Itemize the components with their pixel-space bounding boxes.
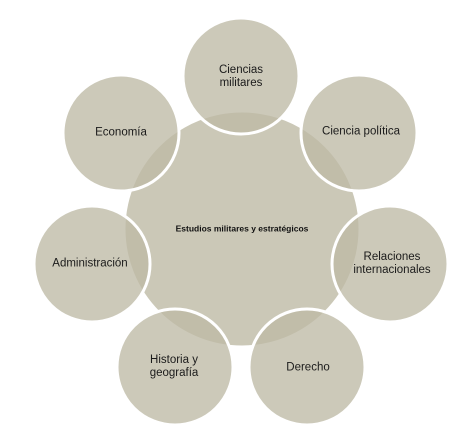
node-label-ciencias-militares: Ciencias militares (219, 64, 263, 90)
node-label-relaciones-internacionales: Relaciones internacionales (353, 251, 430, 277)
node-label-economia: Economía (95, 127, 147, 140)
node-label-line: Economía (95, 126, 147, 139)
node-label-line: internacionales (353, 264, 431, 276)
circle-administracion (32, 204, 152, 324)
node-label-line: Ciencia política (322, 125, 400, 138)
circle-derecho (247, 307, 367, 427)
center-label: Estudios militares y estratégicos (176, 223, 309, 236)
node-label-line: Historia y (150, 354, 198, 366)
node-label-line: Administración (52, 257, 128, 270)
node-label-line: geografía (149, 367, 199, 379)
circle-ciencia-politica (299, 73, 419, 193)
node-label-line: Ciencias (218, 64, 264, 76)
center-label-text: Estudios militares y estratégicos (175, 223, 309, 234)
node-label-administracion: Administración (52, 258, 127, 271)
node-label-derecho: Derecho (286, 362, 329, 375)
circle-economia (61, 73, 181, 193)
node-label-line: Derecho (286, 361, 330, 374)
node-label-line: militares (219, 77, 263, 89)
circle-ciencias-militares (181, 16, 301, 136)
node-label-historia-geografia: Historia y geografía (150, 354, 199, 380)
circle-historia-geografia (115, 307, 235, 427)
node-label-line: Relaciones (363, 251, 421, 263)
node-label-ciencia-politica: Ciencia política (322, 126, 400, 139)
circle-relaciones-internacionales (330, 204, 450, 324)
